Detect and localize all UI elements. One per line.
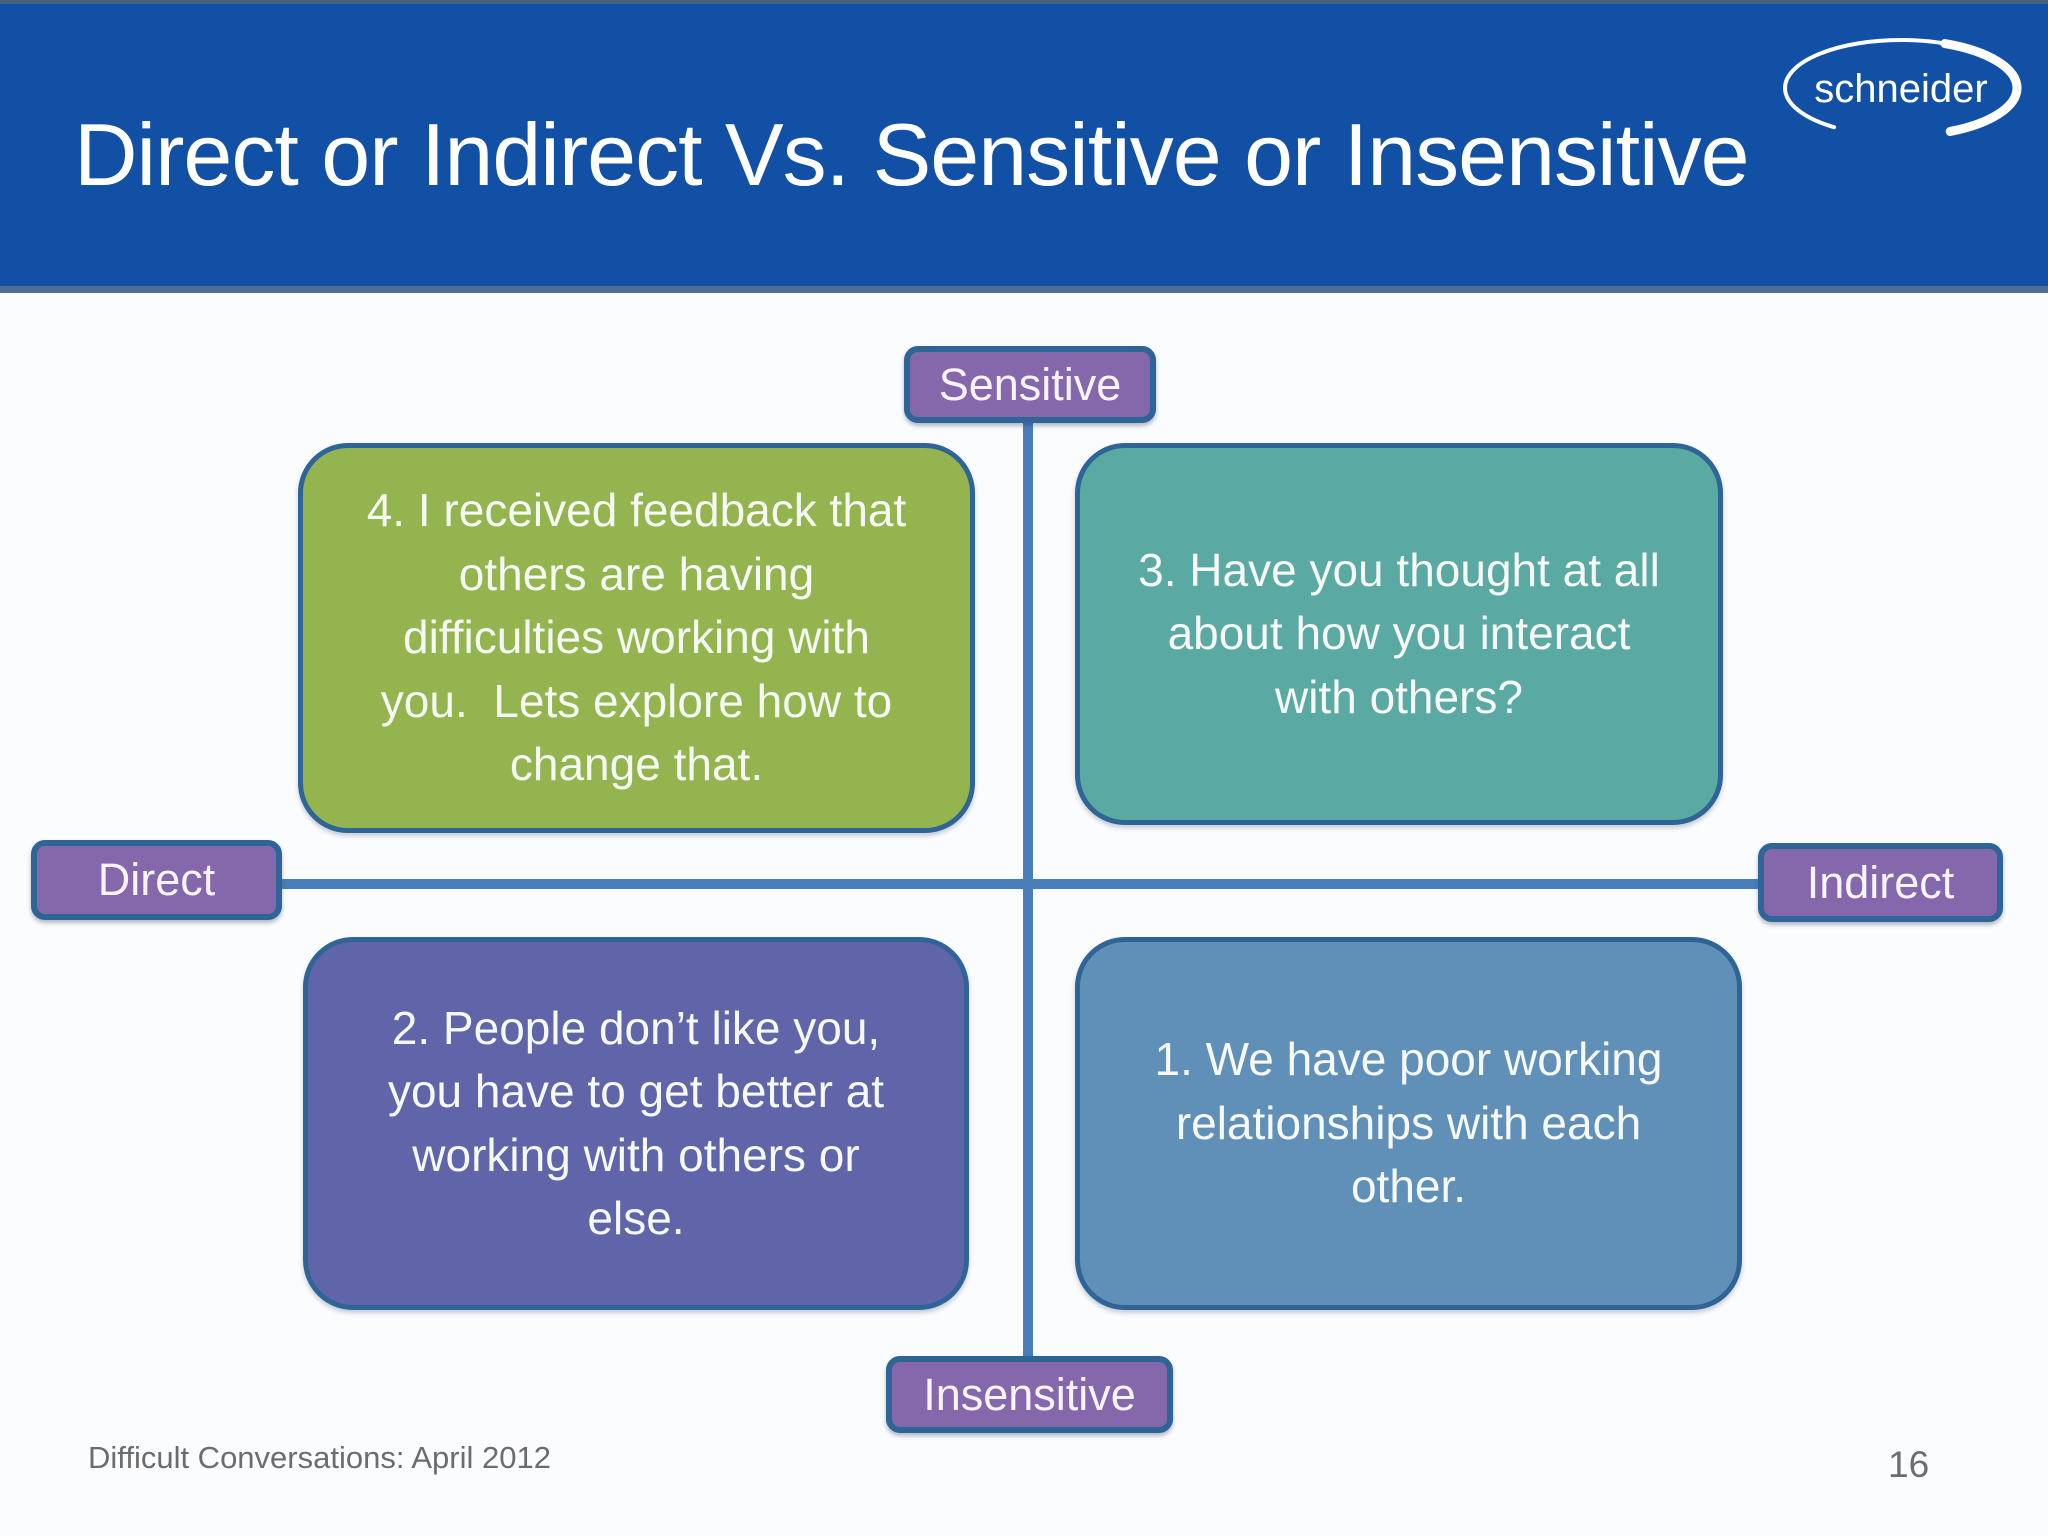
logo-text: schneider bbox=[1814, 67, 1987, 111]
axis-label-insensitive: Insensitive bbox=[886, 1356, 1173, 1433]
quadrant-bottom-right-text: 1. We have poor working relationships wi… bbox=[1154, 1033, 1676, 1213]
axis-label-sensitive: Sensitive bbox=[904, 346, 1156, 423]
axis-line-vertical bbox=[1023, 420, 1033, 1358]
axis-label-insensitive-text: Insensitive bbox=[923, 1368, 1136, 1420]
quadrant-bottom-left: 2. People don’t like you, you have to ge… bbox=[303, 937, 969, 1310]
axis-label-sensitive-text: Sensitive bbox=[938, 358, 1122, 410]
quadrant-top-right: 3. Have you thought at all about how you… bbox=[1075, 443, 1723, 825]
footer-text: Difficult Conversations: April 2012 bbox=[88, 1440, 551, 1475]
quadrant-bottom-right: 1. We have poor working relationships wi… bbox=[1075, 937, 1742, 1310]
quadrant-bottom-left-text: 2. People don’t like you, you have to ge… bbox=[387, 1001, 897, 1244]
schneider-logo: schneider bbox=[1780, 35, 2022, 141]
quadrant-top-left-text: 4. I received feedback that others are h… bbox=[366, 484, 920, 791]
page-number: 16 bbox=[1888, 1444, 1930, 1485]
axis-label-direct: Direct bbox=[31, 840, 282, 920]
axis-line-horizontal bbox=[278, 879, 1764, 889]
page-title: Direct or Indirect Vs. Sensitive or Inse… bbox=[74, 105, 1750, 204]
axis-label-indirect-text: Indirect bbox=[1806, 856, 1955, 908]
quadrant-top-right-text: 3. Have you thought at all about how you… bbox=[1138, 543, 1673, 723]
header-bar: Direct or Indirect Vs. Sensitive or Inse… bbox=[0, 4, 2048, 293]
logo-swoosh-thin bbox=[1783, 38, 2019, 138]
top-edge-strip bbox=[0, 0, 2048, 4]
axis-label-indirect: Indirect bbox=[1758, 843, 2003, 922]
axis-label-direct-text: Direct bbox=[97, 854, 216, 905]
quadrant-top-left: 4. I received feedback that others are h… bbox=[298, 443, 975, 833]
logo-swoosh-thick bbox=[1780, 35, 2022, 141]
